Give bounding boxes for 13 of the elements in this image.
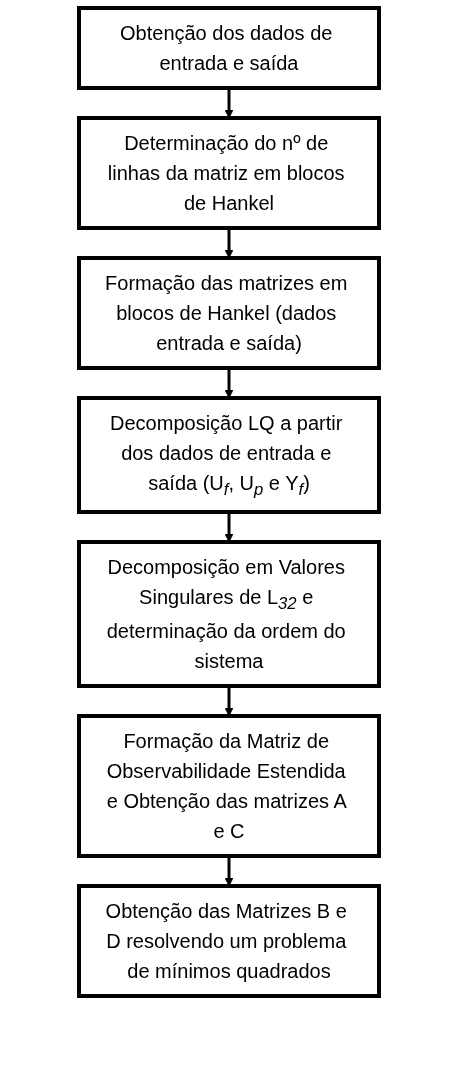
node-box: Obtenção dos dados de entrada e saída	[76, 6, 381, 90]
node-box: Decomposição em Valores Singulares de L$_{32}$ e determinação da ordem do sistema	[76, 540, 381, 688]
arrow	[224, 686, 233, 717]
arrow	[224, 512, 233, 543]
arrow	[224, 368, 233, 399]
arrow	[224, 228, 233, 259]
node-box: Determinação do nº de linhas da matriz em blocos de Hankel	[76, 116, 381, 230]
node-box: Formação da Matriz de Observabilidade Estendida e Obtenção das matrizes A e C	[76, 714, 381, 858]
node-box: Obtenção das Matrizes B e D resolvendo um problema de mínimos quadrados	[76, 884, 381, 998]
node-box: Decomposição LQ a partir dos dados de entrada e saída (U$_{f}$, U$_{p}$ e Y$_{f}$)	[76, 396, 381, 514]
arrow	[224, 88, 233, 119]
node-box: Formação das matrizes em blocos de Hankel (dados entrada e saída)	[76, 256, 381, 370]
arrow	[224, 856, 233, 887]
